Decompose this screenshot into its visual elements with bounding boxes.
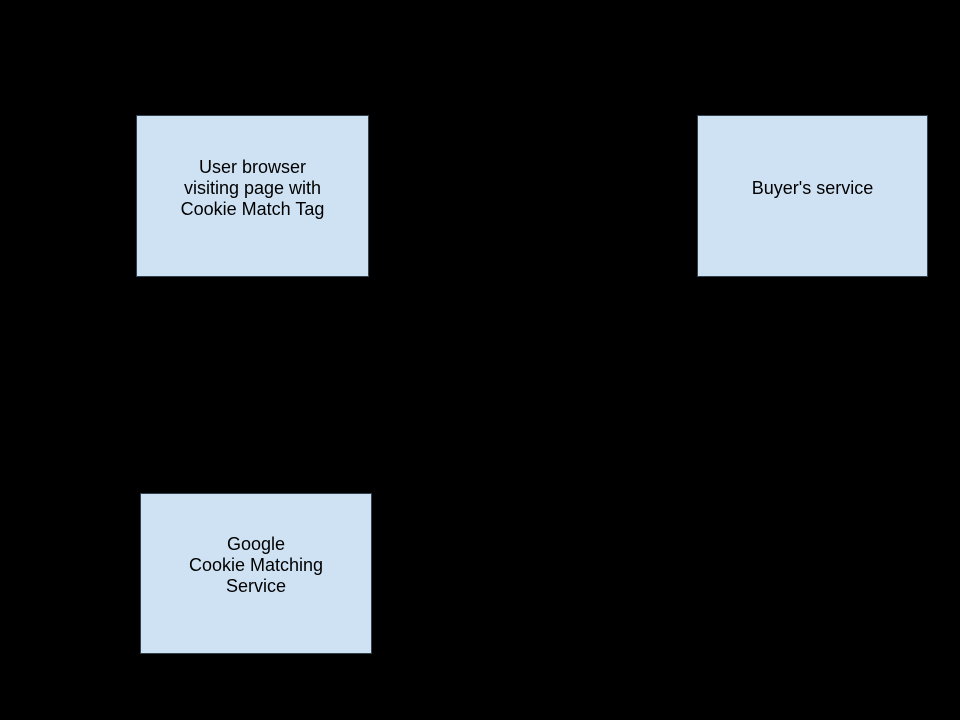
node-label-line: Cookie Match Tag bbox=[180, 198, 325, 219]
node-label-line: Buyer's service bbox=[751, 177, 874, 198]
node-label-line: Google bbox=[226, 534, 286, 554]
node-buyers-service: Buyer's service bbox=[697, 115, 928, 277]
node-label-line: visiting page with bbox=[183, 177, 322, 198]
node-label-line: Service bbox=[225, 576, 286, 596]
node-label-line: User browser bbox=[198, 156, 307, 177]
node-google-cookie-matching-service-label: Google Cookie Matching Service bbox=[189, 534, 323, 597]
node-label-line: Cookie Matching bbox=[188, 555, 324, 575]
node-user-browser-label: User browser visiting page with Cookie M… bbox=[181, 157, 325, 220]
node-user-browser: User browser visiting page with Cookie M… bbox=[136, 115, 369, 277]
node-google-cookie-matching-service: Google Cookie Matching Service bbox=[140, 493, 372, 654]
node-buyers-service-label: Buyer's service bbox=[752, 178, 873, 199]
